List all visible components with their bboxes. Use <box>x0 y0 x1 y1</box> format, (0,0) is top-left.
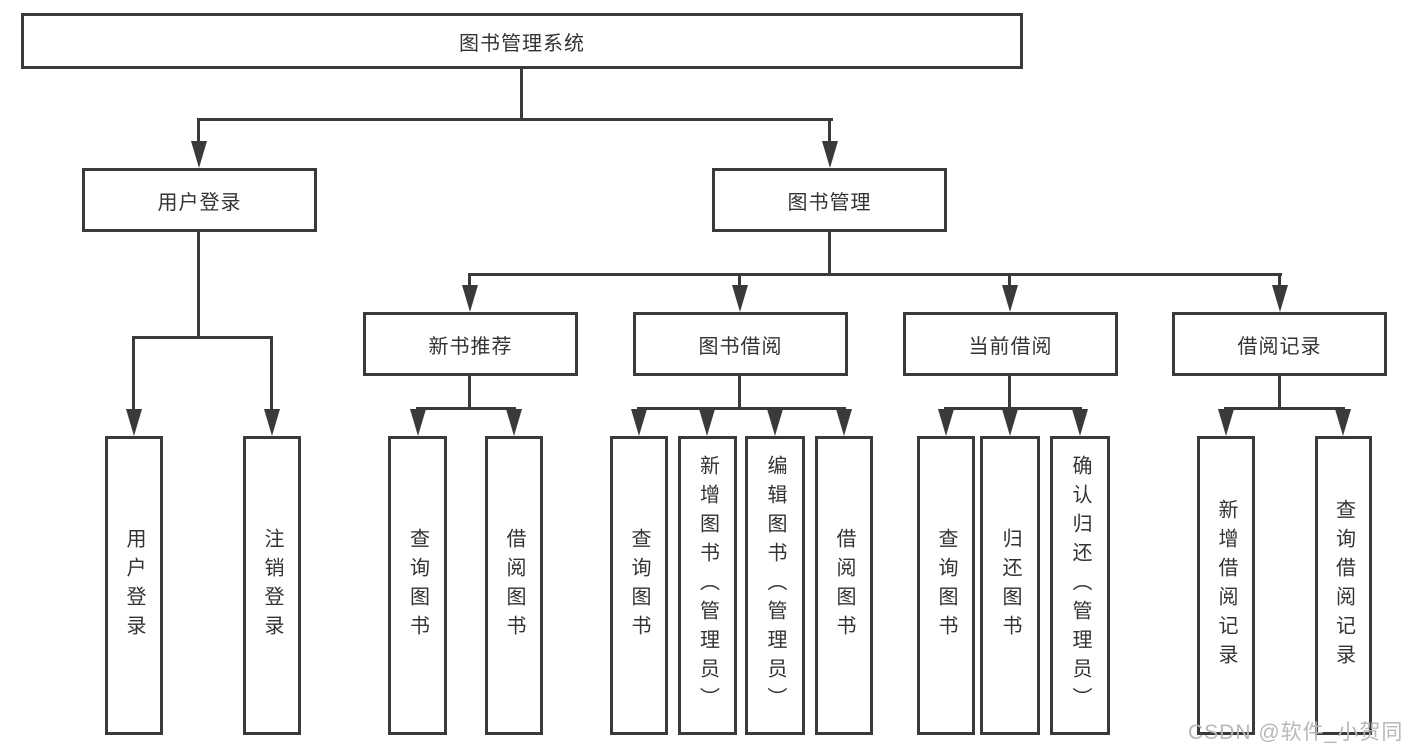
arrowhead <box>1272 285 1288 312</box>
connector-line <box>270 336 273 411</box>
arrowhead <box>699 409 715 436</box>
node-leaf-logout: 注销登录 <box>243 436 301 735</box>
node-root: 图书管理系统 <box>21 13 1023 69</box>
node-user-login: 用户登录 <box>82 168 317 232</box>
leaf-label: 借阅图书 <box>833 527 855 644</box>
leaf-label: 用户登录 <box>123 527 145 644</box>
node-new-book-recommend: 新书推荐 <box>363 312 578 376</box>
node-leaf-query-book-borrow: 查询图书 <box>610 436 668 735</box>
node-leaf-query-book-current: 查询图书 <box>917 436 975 735</box>
node-leaf-add-book-admin: 新增图书（管理员） <box>678 436 737 735</box>
leaf-label: 新增图书（管理员） <box>696 455 719 716</box>
arrowhead <box>126 409 142 436</box>
connector-line <box>468 273 471 287</box>
connector-line <box>738 273 741 287</box>
arrowhead <box>1335 409 1351 436</box>
arrowhead <box>264 409 280 436</box>
arrowhead <box>822 141 838 168</box>
leaf-label: 编辑图书（管理员） <box>764 455 786 716</box>
csdn-watermark: CSDN @软件_小贺同学 <box>1188 721 1405 744</box>
leaf-label: 查询图书 <box>628 527 650 644</box>
connector-line <box>828 232 831 273</box>
node-leaf-user-login: 用户登录 <box>105 436 163 735</box>
leaf-label: 查询借阅记录 <box>1332 498 1355 673</box>
leaf-label: 查询图书 <box>935 527 957 644</box>
leaf-label: 借阅图书 <box>503 527 525 644</box>
leaf-label: 新增借阅记录 <box>1215 498 1237 673</box>
connector-line <box>468 273 1282 276</box>
connector-line <box>416 407 516 410</box>
node-current-borrow: 当前借阅 <box>903 312 1118 376</box>
connector-line <box>468 376 471 407</box>
node-leaf-borrow-book-borrow: 借阅图书 <box>815 436 873 735</box>
arrowhead <box>1002 285 1018 312</box>
leaf-label: 查询图书 <box>406 527 429 644</box>
node-leaf-query-book-recommend: 查询图书 <box>388 436 447 735</box>
connector-line <box>197 118 833 121</box>
arrowhead <box>732 285 748 312</box>
arrowhead <box>1002 409 1018 436</box>
connector-line <box>1008 273 1011 287</box>
connector-line <box>197 232 200 336</box>
arrowhead <box>462 285 478 312</box>
arrowhead <box>506 409 522 436</box>
node-borrow-records: 借阅记录 <box>1172 312 1387 376</box>
connector-line <box>132 336 273 339</box>
leaf-label: 归还图书 <box>999 527 1021 644</box>
node-leaf-return-book: 归还图书 <box>980 436 1040 735</box>
connector-line <box>1278 376 1281 407</box>
leaf-label: 注销登录 <box>261 527 283 644</box>
arrowhead <box>410 409 426 436</box>
leaf-label: 确认归还（管理员） <box>1069 455 1091 716</box>
connector-line <box>1008 376 1011 407</box>
arrowhead <box>938 409 954 436</box>
connector-line <box>520 69 523 119</box>
connector-line <box>1278 273 1281 287</box>
connector-line <box>197 118 200 144</box>
connector-line <box>828 118 831 144</box>
node-leaf-confirm-return-admin: 确认归还（管理员） <box>1050 436 1110 735</box>
arrowhead <box>191 141 207 168</box>
arrowhead <box>631 409 647 436</box>
arrowhead <box>1218 409 1234 436</box>
connector-line <box>944 407 1082 410</box>
node-book-borrow: 图书借阅 <box>633 312 848 376</box>
connector-line <box>132 336 135 411</box>
node-leaf-add-borrow-record: 新增借阅记录 <box>1197 436 1255 735</box>
node-leaf-edit-book-admin: 编辑图书（管理员） <box>745 436 805 735</box>
connector-line <box>738 376 741 407</box>
node-book-management: 图书管理 <box>712 168 947 232</box>
arrowhead <box>767 409 783 436</box>
connector-line <box>637 407 846 410</box>
arrowhead <box>1072 409 1088 436</box>
node-leaf-query-borrow-record: 查询借阅记录 <box>1315 436 1372 735</box>
connector-line <box>1224 407 1345 410</box>
node-leaf-borrow-book-recommend: 借阅图书 <box>485 436 543 735</box>
arrowhead <box>836 409 852 436</box>
